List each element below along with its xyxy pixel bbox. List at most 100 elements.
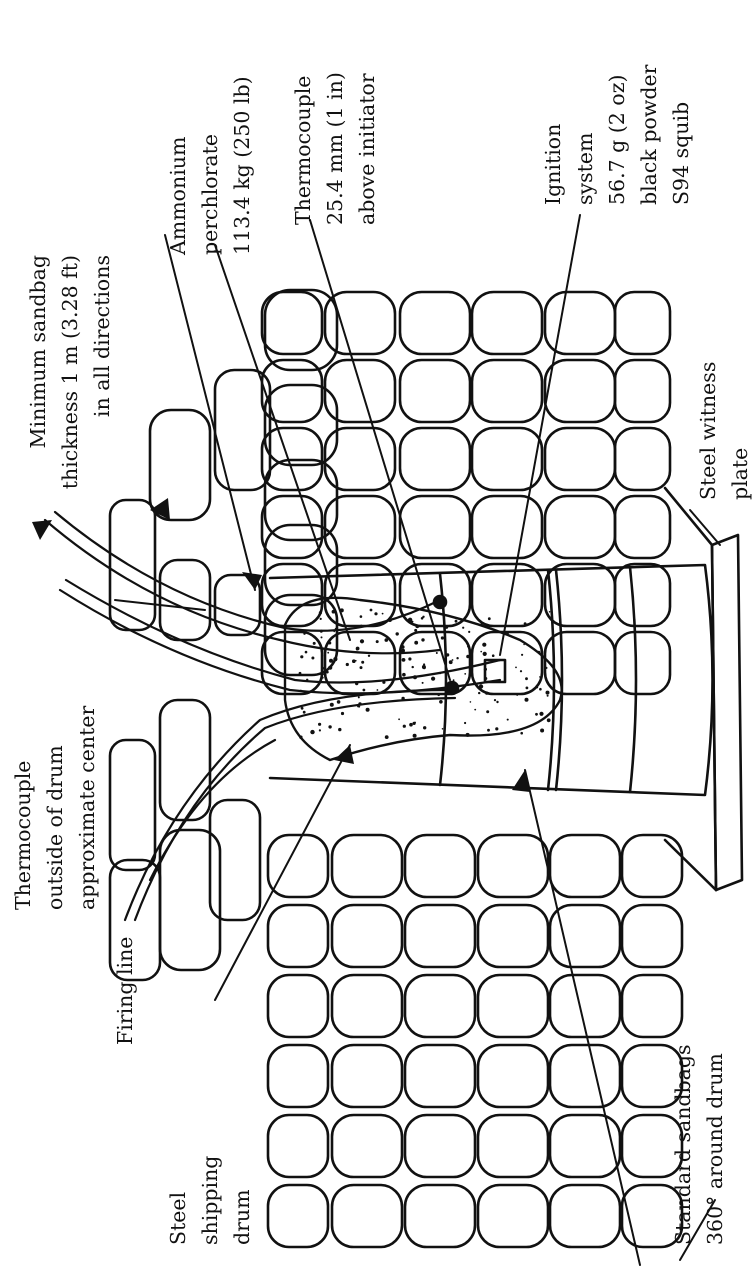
- speckle: [313, 642, 316, 645]
- speckle: [322, 667, 325, 670]
- speckle: [423, 726, 426, 729]
- speckle: [402, 658, 406, 662]
- speckle: [322, 677, 324, 679]
- speckle: [539, 676, 541, 678]
- thermocouple-inside-line-3: above initiator: [355, 73, 379, 225]
- sandbag: [615, 428, 670, 490]
- speckle: [311, 657, 314, 660]
- sandbag: [615, 632, 670, 694]
- sandbag: [325, 496, 395, 558]
- speckle: [414, 641, 418, 645]
- speckle: [520, 670, 522, 672]
- speckle: [442, 728, 444, 730]
- speckle: [385, 735, 389, 739]
- speckle: [321, 636, 323, 638]
- speckle: [495, 727, 498, 730]
- ignition-system-line-5: S94 squib: [669, 102, 693, 205]
- speckle: [402, 673, 406, 677]
- speckle: [413, 734, 417, 738]
- speckle: [346, 663, 349, 666]
- label-thermocouple-inside: Thermocouple 25.4 mm (1 in) above initia…: [291, 72, 379, 225]
- speckle: [464, 722, 466, 724]
- speckle: [382, 613, 384, 615]
- sandbag: [405, 835, 475, 897]
- speckle: [445, 625, 449, 629]
- speckle: [328, 666, 332, 670]
- speckle: [539, 712, 543, 716]
- sandbag-thickness-line-3: in all directions: [90, 255, 114, 417]
- speckle: [300, 655, 303, 658]
- speckle: [415, 624, 419, 628]
- sandbag: [478, 1045, 548, 1107]
- speckle: [535, 713, 538, 716]
- sandbag: [400, 632, 470, 694]
- sandbag: [110, 500, 155, 630]
- ammonium-perchlorate-line-2: perchlorate: [198, 134, 222, 255]
- sandbag: [622, 835, 682, 897]
- speckle: [385, 638, 389, 642]
- speckle: [468, 631, 470, 633]
- sandbags-side-column: [110, 370, 270, 980]
- sandbag: [478, 975, 548, 1037]
- speckle: [370, 609, 373, 612]
- witness-plate-shape: [665, 488, 742, 890]
- speckle: [455, 620, 458, 623]
- ignition-system-line-3: 56.7 g (2 oz): [605, 75, 629, 206]
- label-standard-sandbags: Standard sandbags 360° around drum: [671, 1044, 727, 1245]
- shipping-drum-line-2: shipping: [198, 1156, 222, 1245]
- speckle: [322, 674, 324, 676]
- speckle: [414, 629, 417, 632]
- speckle: [337, 700, 341, 704]
- speckle: [319, 611, 322, 614]
- arrowhead-drum: [334, 745, 354, 764]
- speckle: [401, 645, 405, 649]
- sandbag-thickness-line-2: thickness 1 m (3.28 ft): [58, 255, 82, 489]
- speckle: [466, 655, 470, 659]
- sandbag: [478, 1185, 548, 1247]
- speckle: [330, 703, 334, 707]
- sandbag: [332, 1115, 402, 1177]
- speckle: [526, 687, 529, 690]
- speckle: [481, 622, 484, 625]
- speckle: [496, 701, 498, 703]
- speckle: [506, 632, 509, 635]
- sandbag: [545, 428, 615, 490]
- sandbag: [268, 905, 328, 967]
- speckle: [332, 610, 336, 614]
- sandbag: [615, 564, 670, 626]
- sandbag: [262, 292, 322, 354]
- label-witness-plate: Steel witness plate: [696, 362, 752, 500]
- ignition-system-line-1: Ignition: [541, 124, 565, 205]
- sandbag: [332, 905, 402, 967]
- ignition-system-line-4: black powder: [637, 64, 661, 205]
- speckle: [540, 729, 544, 733]
- speckle: [408, 618, 412, 622]
- speckle: [485, 692, 488, 695]
- speckle: [480, 651, 482, 653]
- speckle: [436, 652, 438, 654]
- speckle: [464, 673, 466, 675]
- speckle: [363, 689, 366, 692]
- speckle: [409, 723, 413, 727]
- speckle: [361, 661, 364, 664]
- speckle: [487, 729, 490, 732]
- shipping-drum-line-3: drum: [230, 1189, 254, 1245]
- thermocouple-outside-line-3: approximate center: [75, 706, 99, 910]
- speckle: [439, 700, 443, 704]
- sandbag: [472, 632, 542, 694]
- speckle: [507, 719, 509, 721]
- ammonium-perchlorate-line-3: 113.4 kg (250 lb): [230, 76, 254, 255]
- speckle: [520, 732, 523, 735]
- speckle: [303, 711, 306, 714]
- speckle: [479, 684, 483, 688]
- speckle: [360, 666, 363, 669]
- speckle: [376, 640, 379, 643]
- speckle: [525, 677, 528, 680]
- sandbag: [400, 360, 470, 422]
- sandbag-enclosure-illustration: [45, 290, 742, 1247]
- speckle: [329, 659, 333, 663]
- speckle: [486, 710, 489, 713]
- speckle: [456, 657, 458, 659]
- ignition-system-line-2: system: [573, 133, 597, 205]
- sandbag: [545, 360, 615, 422]
